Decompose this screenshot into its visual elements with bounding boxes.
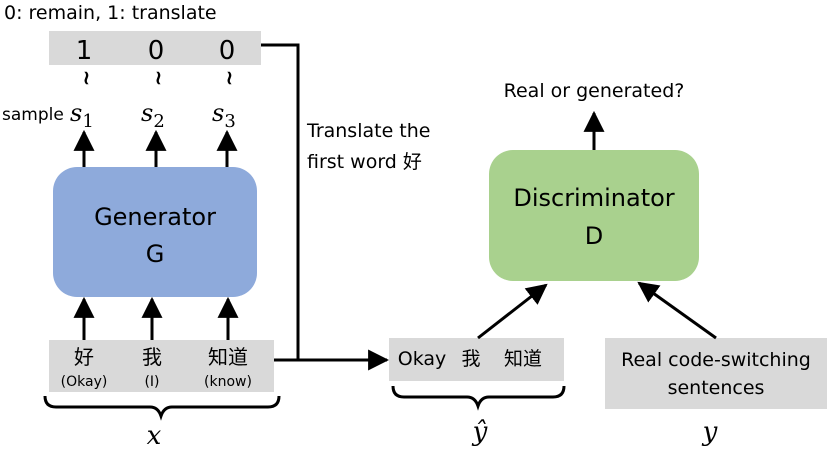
generator-box [53, 167, 257, 297]
bit-1: 1 [76, 36, 93, 66]
real-box-line1: Real code-switching [621, 349, 811, 371]
discriminator-title: Discriminator [513, 184, 674, 212]
brace-x [43, 395, 281, 421]
label-y: y [702, 417, 718, 447]
input-gloss-1: (Okay) [61, 374, 108, 390]
arrow-output-disc [477, 283, 548, 340]
output-word-2: 我 [461, 348, 480, 370]
discriminator-symbol: D [585, 222, 603, 250]
generator-title: Generator [94, 203, 216, 231]
input-sentence-box [49, 340, 274, 392]
tilde-2: ~ [147, 70, 171, 87]
arrow-real-disc [637, 281, 717, 340]
generator-symbol: G [146, 240, 165, 268]
translate-note-line2: first word 好 [307, 151, 422, 173]
input-word-3: 知道 [208, 345, 248, 369]
tilde-1: ~ [75, 70, 99, 87]
tilde-3: ~ [218, 70, 242, 87]
label-x: x [147, 421, 162, 450]
bit-2: 0 [148, 36, 165, 66]
question-text: Real or generated? [504, 80, 685, 102]
output-word-1: Okay [398, 348, 447, 370]
bit-3: 0 [219, 36, 236, 66]
legend-text: 0: remain, 1: translate [4, 2, 217, 24]
var-s1: s1 [70, 99, 94, 132]
var-s2: s2 [141, 99, 165, 132]
sample-label: sample [2, 105, 64, 125]
var-s3: s3 [212, 99, 236, 132]
input-gloss-3: (know) [204, 374, 252, 390]
label-yhat: ŷ [472, 417, 488, 447]
translate-note-line1: Translate the [306, 120, 431, 142]
sample-bits-box [49, 31, 261, 65]
input-gloss-2: (I) [144, 374, 159, 390]
real-sentences-box [605, 338, 827, 409]
brace-yhat [391, 385, 566, 411]
discriminator-box [489, 150, 699, 281]
input-word-2: 我 [142, 345, 162, 369]
connector-bits [261, 43, 300, 360]
output-sentence-box [389, 338, 564, 381]
real-box-line2: sentences [668, 377, 765, 399]
input-word-1: 好 [74, 345, 94, 369]
output-word-3: 知道 [504, 348, 542, 370]
